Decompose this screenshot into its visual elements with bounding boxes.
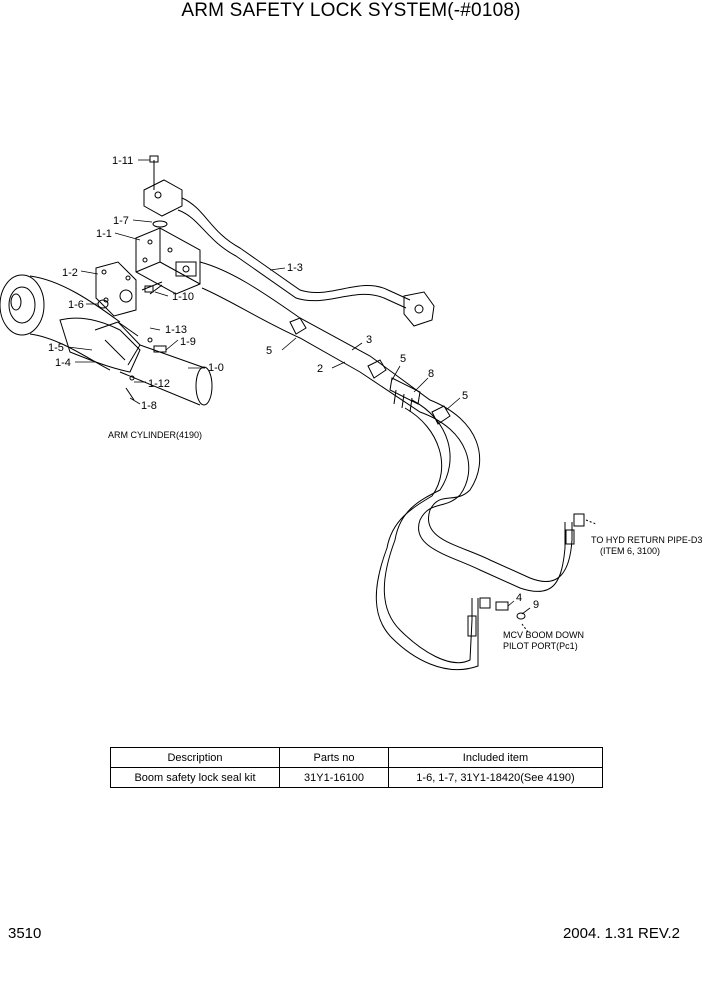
callout-1-11: 1-11 — [112, 155, 133, 167]
fittings — [467, 513, 597, 637]
page-number: 3510 — [8, 925, 42, 942]
callout-5-b: 5 — [400, 353, 406, 365]
cell-description: Boom safety lock seal kit — [110, 767, 280, 788]
clamps — [289, 317, 451, 425]
callout-1-1: 1-1 — [96, 228, 112, 240]
table-row: Boom safety lock seal kit 31Y1-16100 1-6… — [110, 767, 603, 788]
flange-plate — [95, 261, 137, 317]
safety-lock-valve — [135, 227, 201, 295]
note-mcv-line2: PILOT PORT(Pc1) — [503, 641, 578, 651]
callout-2: 2 — [317, 363, 323, 375]
callout-8: 8 — [428, 368, 434, 380]
callout-1-8: 1-8 — [141, 400, 157, 412]
callout-1-4: 1-4 — [55, 357, 71, 369]
note-mcv-line1: MCV BOOM DOWN — [503, 630, 584, 640]
parts-table: Description Parts no Included item Boom … — [110, 747, 603, 788]
note-arm-cylinder: ARM CYLINDER(4190) — [108, 430, 202, 440]
top-block — [143, 155, 183, 228]
header-description: Description — [110, 747, 280, 768]
leader-lines — [67, 159, 531, 615]
hose-lines — [199, 261, 573, 671]
callout-1-3: 1-3 — [287, 262, 303, 274]
table-header-row: Description Parts no Included item — [110, 747, 603, 768]
callout-1-12: 1-12 — [148, 378, 170, 390]
callout-1-6: 1-6 — [68, 299, 84, 311]
callout-1-9: 1-9 — [180, 336, 196, 348]
callout-1-5: 1-5 — [48, 342, 64, 354]
page-title: ARM SAFETY LOCK SYSTEM(-#0108) — [181, 0, 521, 21]
callout-4: 4 — [516, 592, 522, 604]
callout-5-a: 5 — [266, 345, 272, 357]
arm-cylinder — [0, 274, 213, 406]
cell-parts-no: 31Y1-16100 — [279, 767, 389, 788]
callout-1-0: 1-0 — [208, 362, 224, 374]
callout-1-10: 1-10 — [172, 291, 194, 303]
callout-9: 9 — [533, 599, 539, 611]
header-included-item: Included item — [388, 747, 603, 768]
cell-included-item: 1-6, 1-7, 31Y1-18420(See 4190) — [388, 767, 603, 788]
callout-1-2: 1-2 — [62, 267, 78, 279]
callout-1-7: 1-7 — [113, 215, 129, 227]
callout-5-c: 5 — [462, 390, 468, 402]
header-parts-no: Parts no — [279, 747, 389, 768]
revision-date: 2004. 1.31 REV.2 — [562, 925, 680, 942]
pipe-1-3 — [177, 197, 411, 309]
note-hyd-return-line2: (ITEM 6, 3100) — [600, 546, 660, 556]
pipe-flange — [403, 291, 435, 327]
note-hyd-return-line1: TO HYD RETURN PIPE-D3 — [591, 535, 702, 545]
callout-1-13: 1-13 — [165, 324, 187, 336]
small-parts — [125, 281, 167, 401]
callout-3: 3 — [366, 334, 372, 346]
